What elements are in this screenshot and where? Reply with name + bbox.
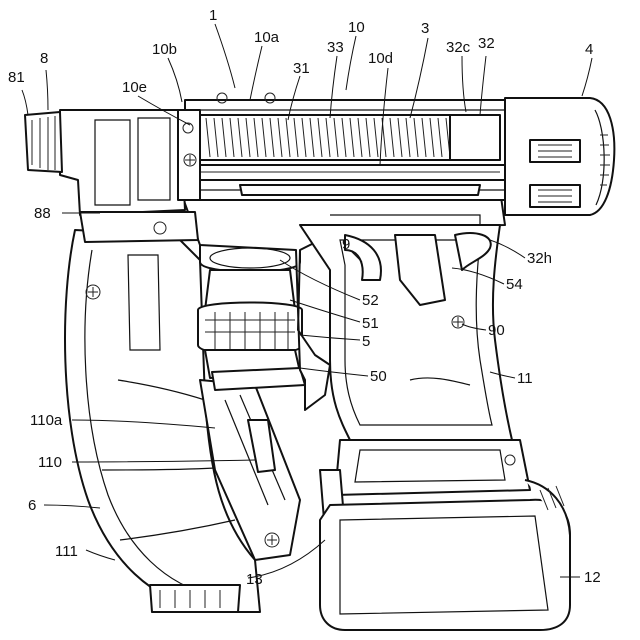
label-32h: 32h — [527, 250, 552, 267]
label-50: 50 — [370, 368, 387, 385]
label-31: 31 — [293, 60, 310, 77]
label-88: 88 — [34, 205, 51, 222]
label-81: 81 — [8, 69, 25, 86]
label-12: 12 — [584, 569, 601, 586]
label-32c: 32c — [446, 39, 471, 56]
label-51: 51 — [362, 315, 379, 332]
label-1: 1 — [209, 7, 217, 24]
label-13: 13 — [246, 571, 263, 588]
label-8: 8 — [40, 50, 48, 67]
label-90: 90 — [488, 322, 505, 339]
label-9: 9 — [342, 236, 350, 253]
label-110: 110 — [38, 454, 62, 471]
label-52: 52 — [362, 292, 379, 309]
rear-cap — [505, 98, 614, 215]
spring-housing — [185, 93, 520, 200]
label-10e: 10e — [122, 79, 147, 96]
label-33: 33 — [327, 39, 344, 56]
front-cap — [25, 110, 200, 242]
label-10: 10 — [348, 19, 365, 36]
label-4: 4 — [585, 41, 593, 58]
label-32: 32 — [478, 35, 495, 52]
label-110a: 110a — [30, 412, 63, 429]
label-5: 5 — [362, 333, 370, 350]
battery-pack — [320, 480, 570, 630]
handle-and-trigger — [300, 225, 512, 440]
label-54: 54 — [506, 276, 523, 293]
label-11: 11 — [517, 370, 533, 387]
label-10b: 10b — [152, 41, 177, 58]
label-6: 6 — [28, 497, 36, 514]
label-3: 3 — [421, 20, 429, 37]
label-111: 111 — [55, 543, 78, 560]
label-10a: 10a — [254, 29, 280, 46]
label-10d: 10d — [368, 50, 393, 67]
